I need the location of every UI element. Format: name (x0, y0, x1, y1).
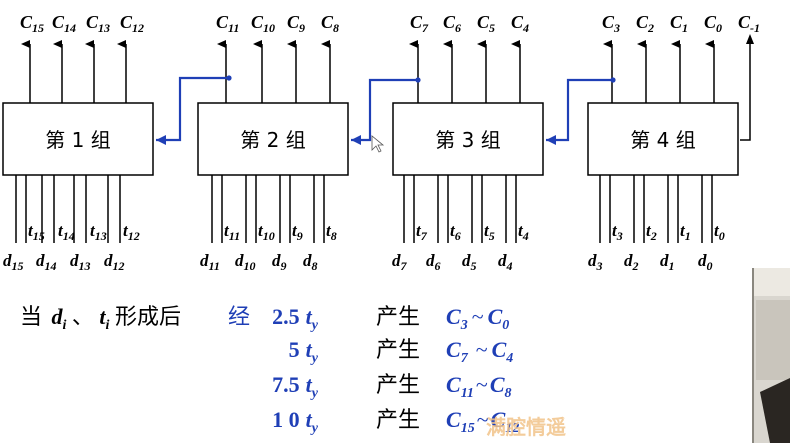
carry-junction-c0 (610, 77, 616, 83)
label-t11: t11 (224, 221, 240, 243)
output-arrows (21, 40, 715, 103)
annotation-condition: 当 di 、 ti 形成后 (20, 304, 181, 334)
carry-c0-to-group3 (546, 78, 614, 145)
label-c11: C11 (216, 12, 239, 35)
carry-in-wire (740, 44, 751, 141)
group-3-box (392, 102, 544, 176)
label-d4: d4 (498, 251, 513, 273)
label-c9: C9 (287, 12, 305, 35)
label-d0: d0 (698, 251, 713, 273)
label-t13: t13 (90, 221, 107, 243)
label-d9: d9 (272, 251, 287, 273)
label-d15: d15 (3, 251, 24, 273)
group-3: 第 3 组 (392, 102, 544, 176)
annotation-row-3-produce: 产生 (376, 408, 420, 433)
label-d11: d11 (200, 251, 220, 273)
label-d8: d8 (303, 251, 318, 273)
label-t12: t12 (123, 221, 140, 243)
label-c13: C13 (86, 12, 110, 35)
label-c5: C5 (477, 12, 495, 35)
label-t5: t5 (484, 221, 495, 243)
group-4: 第 4 组 (587, 102, 739, 176)
carry-junction-c4 (415, 77, 421, 83)
label-t8: t8 (326, 221, 337, 243)
annotation-row-1-range: C7~C4 (446, 337, 513, 366)
label-t4: t4 (518, 221, 529, 243)
label-d6: d6 (426, 251, 441, 273)
annotation-row-0-produce: 产生 (376, 305, 420, 330)
group-2-label: 第 2 组 (240, 128, 305, 152)
label-c1: C1 (670, 12, 688, 35)
annotation-via: 经 (228, 305, 250, 330)
group-1-box (2, 102, 154, 176)
label-d10: d10 (235, 251, 256, 273)
label-c8: C8 (321, 12, 339, 35)
t-labels: t15 t14 t13 t12 t11 t10 t9 t8 t7 t6 t5 t… (28, 221, 725, 243)
label-c2: C2 (636, 12, 654, 35)
label-c14: C14 (52, 12, 76, 35)
watermark-text: 满腔情遥 (486, 415, 566, 439)
label-t14: t14 (58, 221, 75, 243)
label-c4: C4 (511, 12, 529, 35)
group-3-label: 第 3 组 (435, 128, 500, 152)
webcam-person (760, 378, 790, 443)
label-c6: C6 (443, 12, 461, 35)
label-c15: C15 (20, 12, 44, 35)
carry-junction-c8 (226, 75, 232, 81)
carry-c4-to-group2 (351, 78, 418, 145)
label-c-1: C-1 (738, 12, 760, 35)
label-d1: d1 (660, 251, 675, 273)
carry-paths (156, 76, 614, 145)
group-4-label: 第 4 组 (630, 128, 695, 152)
output-labels: C15 C14 C13 C12 C11 C10 C9 C8 C7 C6 C5 C… (20, 12, 760, 35)
label-d12: d12 (104, 251, 125, 273)
annotation-row-0-range: C3~C0 (446, 304, 509, 333)
label-c10: C10 (251, 12, 275, 35)
label-d14: d14 (36, 251, 57, 273)
label-t1: t1 (680, 221, 691, 243)
input-lines (15, 175, 713, 243)
annotation-row-2-range: C11~C8 (446, 372, 512, 401)
group-2-box (197, 102, 349, 176)
mouse-cursor-icon (371, 135, 385, 153)
label-t6: t6 (450, 221, 461, 243)
label-c3: C3 (602, 12, 620, 35)
group-2: 第 2 组 (197, 102, 349, 176)
annotation-row-2-produce: 产生 (376, 373, 420, 398)
label-t3: t3 (612, 221, 623, 243)
group-1: 第 1 组 (2, 102, 154, 176)
label-c0: C0 (704, 12, 722, 35)
label-c12: C12 (120, 12, 144, 35)
label-d3: d3 (588, 251, 603, 273)
group-1-label: 第 1 组 (45, 128, 110, 152)
label-d5: d5 (462, 251, 477, 273)
carry-in-arrowhead (746, 34, 754, 44)
d-labels: d15 d14 d13 d12 d11 d10 d9 d8 d7 d6 d5 d… (3, 251, 713, 273)
label-d7: d7 (392, 251, 408, 273)
webcam-overlay (752, 268, 790, 443)
carry-c8-to-group1 (156, 76, 230, 145)
label-d2: d2 (624, 251, 639, 273)
label-t10: t10 (258, 221, 275, 243)
label-t7: t7 (416, 221, 428, 243)
label-t0: t0 (714, 221, 725, 243)
annotation-row-1-produce: 产生 (376, 338, 420, 363)
group-4-box (587, 102, 739, 176)
label-c7: C7 (410, 12, 429, 35)
label-d13: d13 (70, 251, 91, 273)
annotation-row-3-range: C15~C12 (446, 407, 519, 436)
label-t9: t9 (292, 221, 303, 243)
label-t2: t2 (646, 221, 657, 243)
